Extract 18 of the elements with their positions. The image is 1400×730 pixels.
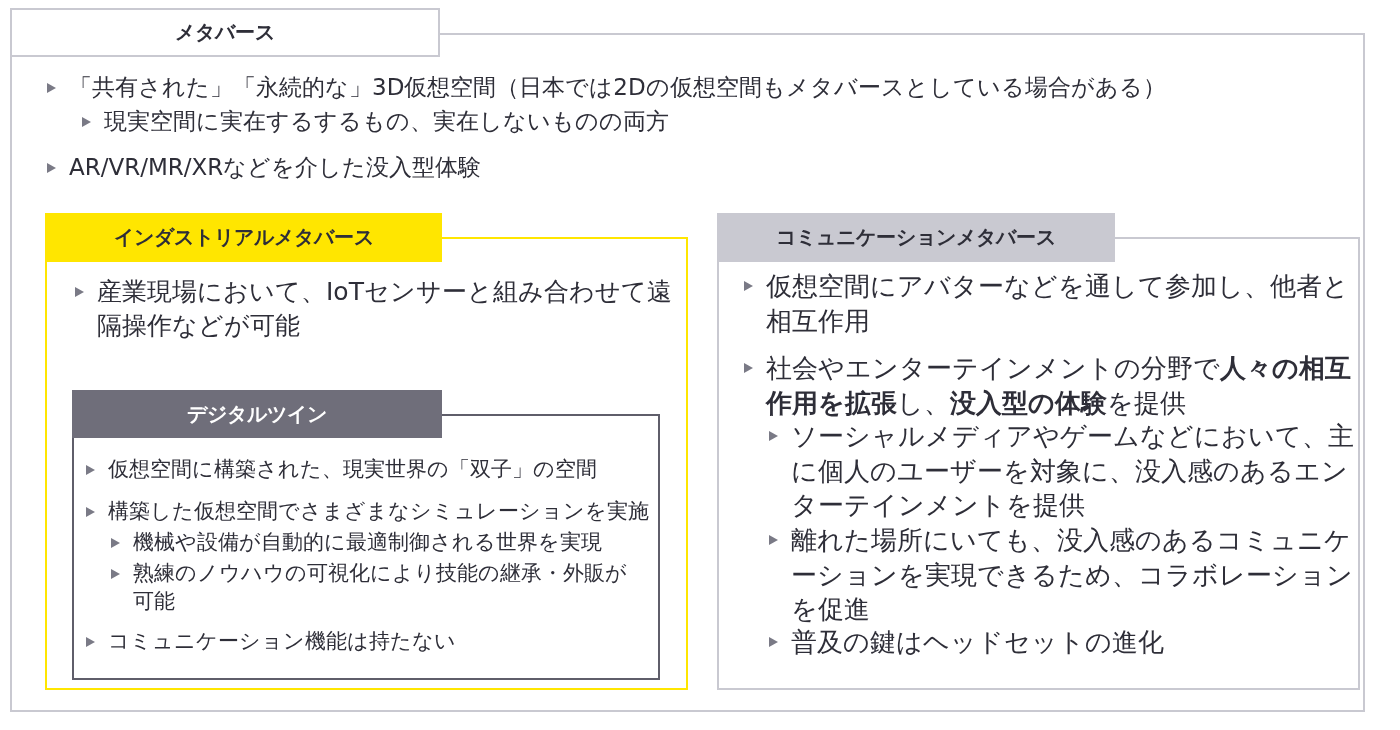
section-heading: コミュニケーションメタバース	[717, 213, 1115, 262]
bullet-text: コミュニケーション機能は持たない	[108, 628, 457, 655]
bullet-text: 構築した仮想空間でさまざまなシミュレーションを実施	[108, 498, 650, 525]
bullet-text: 仮想空間に構築された、現実世界の「双子」の空間	[108, 456, 598, 483]
bullet-text: 仮想空間にアバターなどを通して参加し、他者と相互作用	[766, 270, 1350, 338]
section-heading: インダストリアルメタバース	[45, 213, 442, 262]
bullet-text: 産業現場において、IoTセンサーと組み合わせて遠隔操作などが可能	[97, 276, 673, 342]
bullet-text: 普及の鍵はヘッドセットの進化	[791, 626, 1165, 659]
bullet-text: 機械や設備が自動的に最適制御される世界を実現	[133, 529, 603, 556]
bullet-text: 離れた場所にいても、没入感のあるコミュニケーションを実現できるため、コラボレーションを促進	[791, 524, 1354, 627]
section-heading: メタバース	[10, 8, 440, 57]
bullet-text: AR/VR/MR/XRなどを介した没入型体験	[69, 153, 483, 182]
bullet-text: 熟練のノウハウの可視化により技能の継承・外販が可能	[133, 560, 628, 615]
bullet-text: 社会やエンターテインメントの分野で人々の相互作用を拡張し、没入型の体験を提供	[766, 352, 1352, 420]
section-heading: デジタルツイン	[72, 390, 442, 438]
bullet-text: ソーシャルメディアやゲームなどにおいて、主に個人のユーザーを対象に、没入感のあるエンターテインメントを提供	[791, 420, 1355, 523]
bullet-text: 「共有された」「永続的な」3D仮想空間（日本では2Dの仮想空間もメタバースとしている場合がある）	[69, 73, 1167, 102]
bullet-text: 現実空間に実在するするもの、実在しないものの両方	[104, 107, 670, 136]
